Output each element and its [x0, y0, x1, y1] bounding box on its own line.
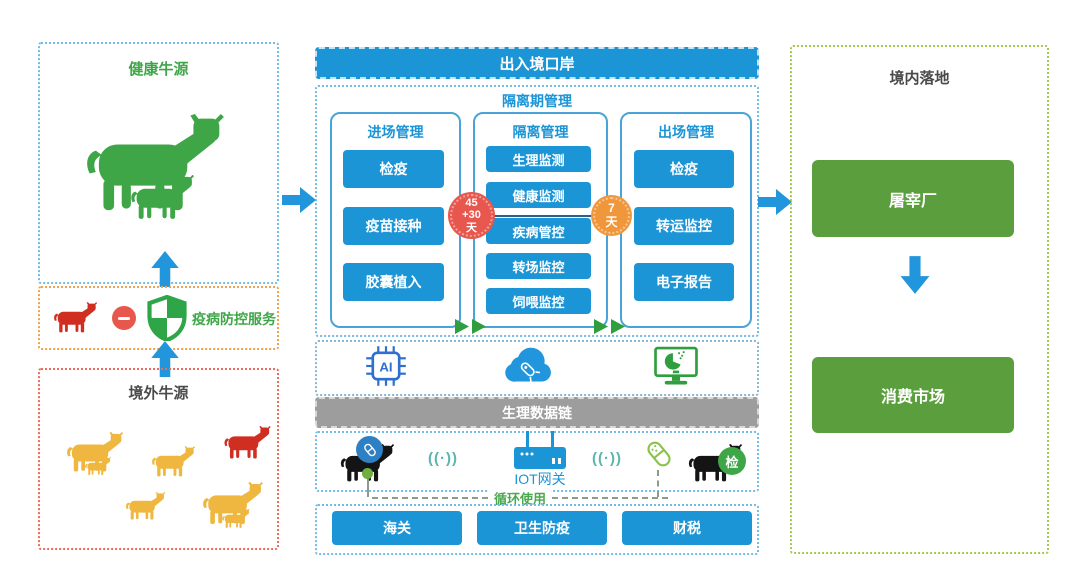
arrow-right-icon [757, 184, 793, 220]
port-header-bar: 出入境口岸 [315, 47, 759, 79]
arrow-up-icon [146, 250, 184, 288]
foreign-cattle-title: 境外牛源 [128, 385, 189, 402]
minus-icon [112, 306, 136, 330]
iot-gateway-label: IOT网关 [514, 471, 566, 487]
iot-gateway-icon [514, 431, 566, 469]
shield-icon [147, 295, 187, 341]
quarantine-days-badge: 45 +30 天 [448, 192, 495, 239]
node-transfer-monitoring: 转场监控 [486, 253, 591, 279]
technology-icons-box [315, 340, 759, 396]
green-cow-family-icon [87, 114, 224, 219]
arrow-right-icon [281, 182, 317, 218]
capsule-tag-badge [356, 436, 383, 463]
red-cow-icon [222, 426, 274, 459]
port-title: 出入境口岸 [499, 55, 575, 73]
domestic-landing-title: 境内落地 [889, 70, 950, 87]
domestic-landing-box: 境内落地 [790, 45, 1049, 554]
quarantine-title: 隔离期管理 [502, 93, 572, 109]
node-health-monitoring: 健康监测 [486, 182, 591, 208]
disease-prevention-title: 疫病防控服务 [192, 311, 276, 327]
recycle-label: 循环使用 [488, 488, 552, 508]
isolation-management-title: 隔离管理 [512, 124, 569, 140]
node-slaughterhouse: 屠宰厂 [812, 160, 1014, 237]
inspect-badge: 检 [718, 447, 746, 475]
node-electronic-report: 电子报告 [634, 263, 734, 301]
healthy-cattle-title: 健康牛源 [128, 61, 189, 78]
sensor-stem-line [367, 479, 369, 497]
yellow-cow-icon [124, 492, 168, 520]
healthy-cattle-box: 健康牛源 [38, 42, 279, 284]
svg-text:AI: AI [379, 360, 392, 375]
yellow-cow-family-icon [203, 482, 263, 528]
ai-chip-icon: AI [366, 346, 406, 386]
red-cow-icon [52, 302, 100, 333]
agencies-box [315, 504, 759, 555]
foreign-cattle-box: 境外牛源 [38, 368, 279, 550]
node-disease-control: 疾病管控 [486, 218, 591, 244]
exit-management-title: 出场管理 [658, 124, 714, 140]
quarantine-management-box: 隔离期管理 [315, 85, 759, 337]
cloud-rocket-icon [505, 347, 551, 382]
node-health-epidemic: 卫生防疫 [477, 511, 607, 545]
capsule-icon [647, 441, 671, 467]
exit-days-badge: 7 天 [591, 195, 632, 236]
disease-prevention-box: 疫病防控服务 [38, 286, 279, 350]
node-physiology-monitoring: 生理监测 [486, 146, 591, 172]
node-consumer-market: 消费市场 [812, 357, 1014, 433]
wifi-signal-icon: ((·)) [428, 450, 458, 467]
entry-management-title: 进场管理 [367, 124, 424, 140]
node-customs: 海关 [332, 511, 462, 545]
wifi-signal-icon: ((·)) [592, 450, 622, 467]
fast-forward-icon [594, 318, 631, 335]
node-finance-tax: 财税 [622, 511, 752, 545]
node-capsule-implant: 胶囊植入 [343, 263, 444, 301]
fast-forward-icon [455, 318, 492, 335]
node-vaccination: 疫苗接种 [343, 207, 444, 245]
recycle-line: 循环使用 [372, 488, 668, 508]
data-chain-bar: 生理数据链 [315, 397, 759, 428]
data-chain-title: 生理数据链 [502, 404, 572, 421]
arrow-down-icon [895, 255, 935, 295]
node-feeding-monitoring: 饲喂监控 [486, 288, 591, 314]
yellow-cow-family-icon [67, 432, 124, 476]
node-transport-monitoring: 转运监控 [634, 207, 734, 245]
node-quarantine-inspection: 检疫 [343, 150, 444, 188]
yellow-cow-icon [150, 446, 198, 477]
sensor-dot-icon [362, 468, 373, 479]
monitor-chart-icon [654, 346, 698, 385]
node-exit-quarantine: 检疫 [634, 150, 734, 188]
capsule-return-line [657, 470, 659, 497]
badge-connector-line [470, 215, 612, 217]
